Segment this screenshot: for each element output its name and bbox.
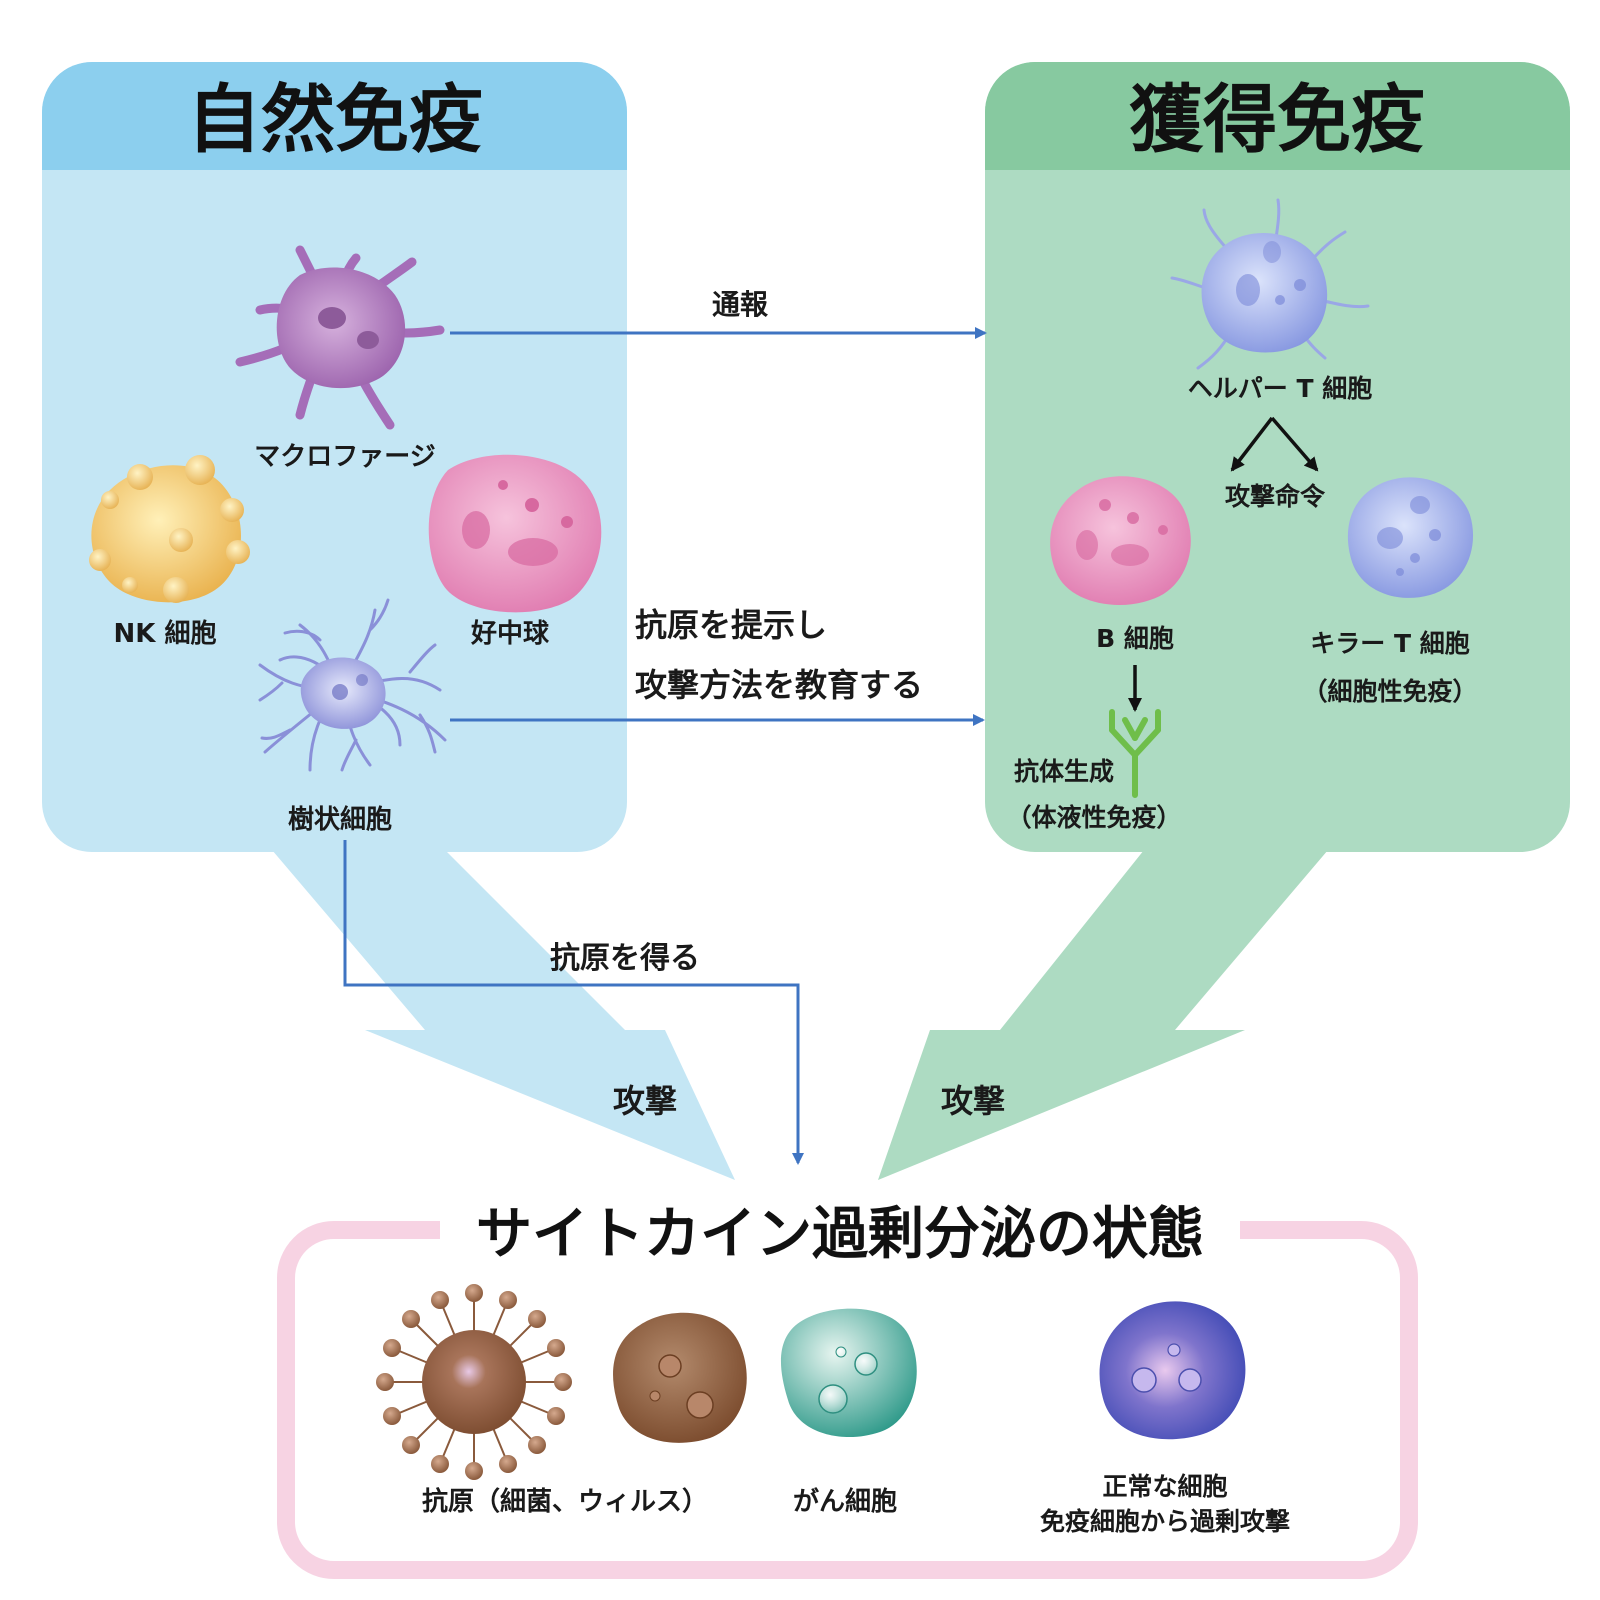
normal-cell-icon (1099, 1301, 1246, 1440)
macrophage-icon (235, 245, 445, 430)
present-label-line2: 攻撃方法を教育する (635, 666, 923, 704)
killer-t-sublabel: （細胞性免疫） (1302, 677, 1477, 706)
innate-attack-arrow (255, 830, 735, 1180)
antigen-virus-icon (376, 1284, 572, 1480)
teal-cancer-cell-icon (780, 1308, 917, 1438)
b-cell-icon (1050, 476, 1191, 605)
notify-label: 通報 (712, 288, 769, 321)
attack-command-arrows (1230, 416, 1319, 472)
nk-cell-label: NK 細胞 (114, 618, 217, 649)
killer-t-cell-icon (1347, 477, 1474, 598)
dendritic-cell-icon (258, 598, 447, 772)
adaptive-title: 獲得免疫 (1129, 77, 1425, 163)
cancer-label: がん細胞 (793, 1486, 897, 1517)
antibody-label: 抗体生成 (1014, 757, 1114, 786)
attack-command-label: 攻撃命令 (1225, 482, 1326, 511)
get-antigen-label: 抗原を得る (550, 941, 700, 976)
antibody-sublabel: （体液性免疫） (1006, 803, 1181, 832)
adaptive-attack-arrow (878, 830, 1345, 1180)
dendritic-cell-label: 樹状細胞 (288, 804, 392, 835)
cancer-cell-icon (613, 1312, 747, 1443)
storm-title: サイトカイン過剰分泌の状態 (476, 1202, 1204, 1267)
innate-panel: 自然免疫 (42, 62, 627, 852)
killer-t-label: キラー T 細胞 (1310, 629, 1469, 658)
b-cell-label: B 細胞 (1096, 624, 1174, 653)
innate-title: 自然免疫 (187, 77, 483, 163)
helper-t-label: ヘルパー T 細胞 (1188, 374, 1372, 403)
normal-cell-label-line2: 免疫細胞から過剰攻撃 (1040, 1507, 1290, 1536)
neutrophil-label: 好中球 (470, 619, 550, 649)
get-antigen-arrow (343, 840, 804, 1165)
antigen-label: 抗原（細菌、ウィルス） (422, 1486, 708, 1517)
macrophage-label: マクロファージ (254, 442, 435, 472)
storm-title-backdrop (440, 1202, 1240, 1262)
antibody-icon (1109, 709, 1161, 798)
helper-t-cell-icon (1170, 198, 1370, 370)
nk-cell-icon (89, 455, 250, 603)
present-label-line1: 抗原を提示し (635, 606, 827, 644)
adaptive-panel: 獲得免疫 (985, 62, 1570, 852)
neutrophil-icon (428, 454, 602, 613)
attack-left-label: 攻撃 (613, 1082, 677, 1120)
attack-right-label: 攻撃 (941, 1082, 1005, 1120)
normal-cell-label-line1: 正常な細胞 (1102, 1472, 1227, 1501)
